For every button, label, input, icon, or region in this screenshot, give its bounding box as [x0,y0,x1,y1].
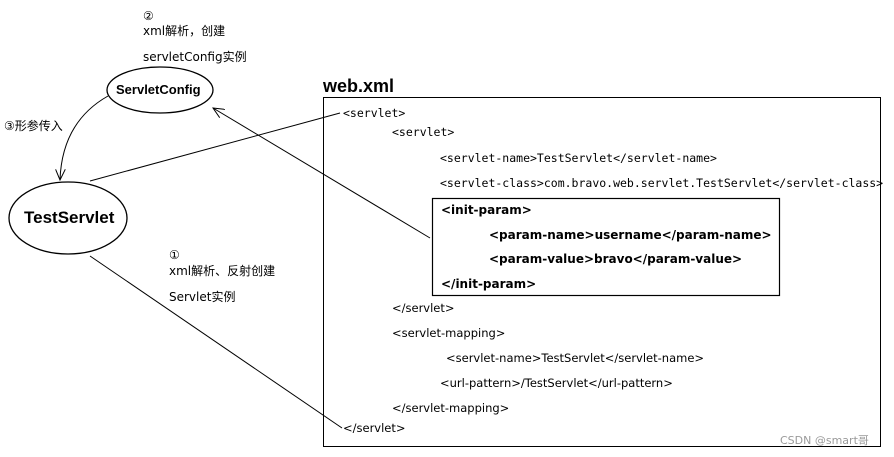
arrow-init-param-to-servlet-config [213,108,431,239]
xml-servlet-open-outer: <servlet> [343,106,406,120]
xml-url-pattern: <url-pattern>/TestServlet</url-pattern> [440,376,673,390]
step3-label: ③形参传入 [4,119,63,133]
xml-mapping-close: </servlet-mapping> [392,401,510,415]
xml-mapping-name: <servlet-name>TestServlet</servlet-name> [446,351,705,365]
xml-param-value: <param-value>bravo</param-value> [489,252,743,266]
xml-servlet-close-outer: </servlet> [343,421,406,435]
web-xml-title: web.xml [323,76,395,96]
step2-line2: servletConfig实例 [143,50,247,64]
init-param-box [431,197,781,297]
web-xml-panel-border [323,97,881,447]
test-servlet-label: TestServlet [24,208,115,227]
xml-servlet-class: <servlet-class>com.bravo.web.servlet.Tes… [440,176,884,190]
arrow-servlet-config-to-test-servlet [60,95,109,180]
servlet-config-ellipse [106,66,214,114]
connector-test-servlet-to-servlet-close-tag [89,255,343,429]
servlet-config-label: ServletConfig [116,82,201,97]
test-servlet-ellipse [8,181,128,255]
xml-param-name: <param-name>username</param-name> [489,228,772,242]
xml-servlet-open-inner: <servlet> [392,125,455,139]
connector-test-servlet-to-servlet-tag [89,112,341,182]
xml-servlet-close-inner: </servlet> [392,301,455,315]
xml-servlet-name: <servlet-name>TestServlet</servlet-name> [440,151,717,165]
step2-line1: xml解析，创建 [143,24,226,38]
xml-init-param-open: <init-param> [441,203,532,217]
step2-number: ② [143,9,154,23]
step1-line2: Servlet实例 [169,290,236,304]
xml-mapping-open: <servlet-mapping> [392,326,506,340]
csdn-watermark: CSDN @smart哥 [780,434,869,447]
xml-init-param-close: </init-param> [441,277,537,291]
step1-line1: xml解析、反射创建 [169,264,276,278]
step1-number: ① [169,248,180,262]
